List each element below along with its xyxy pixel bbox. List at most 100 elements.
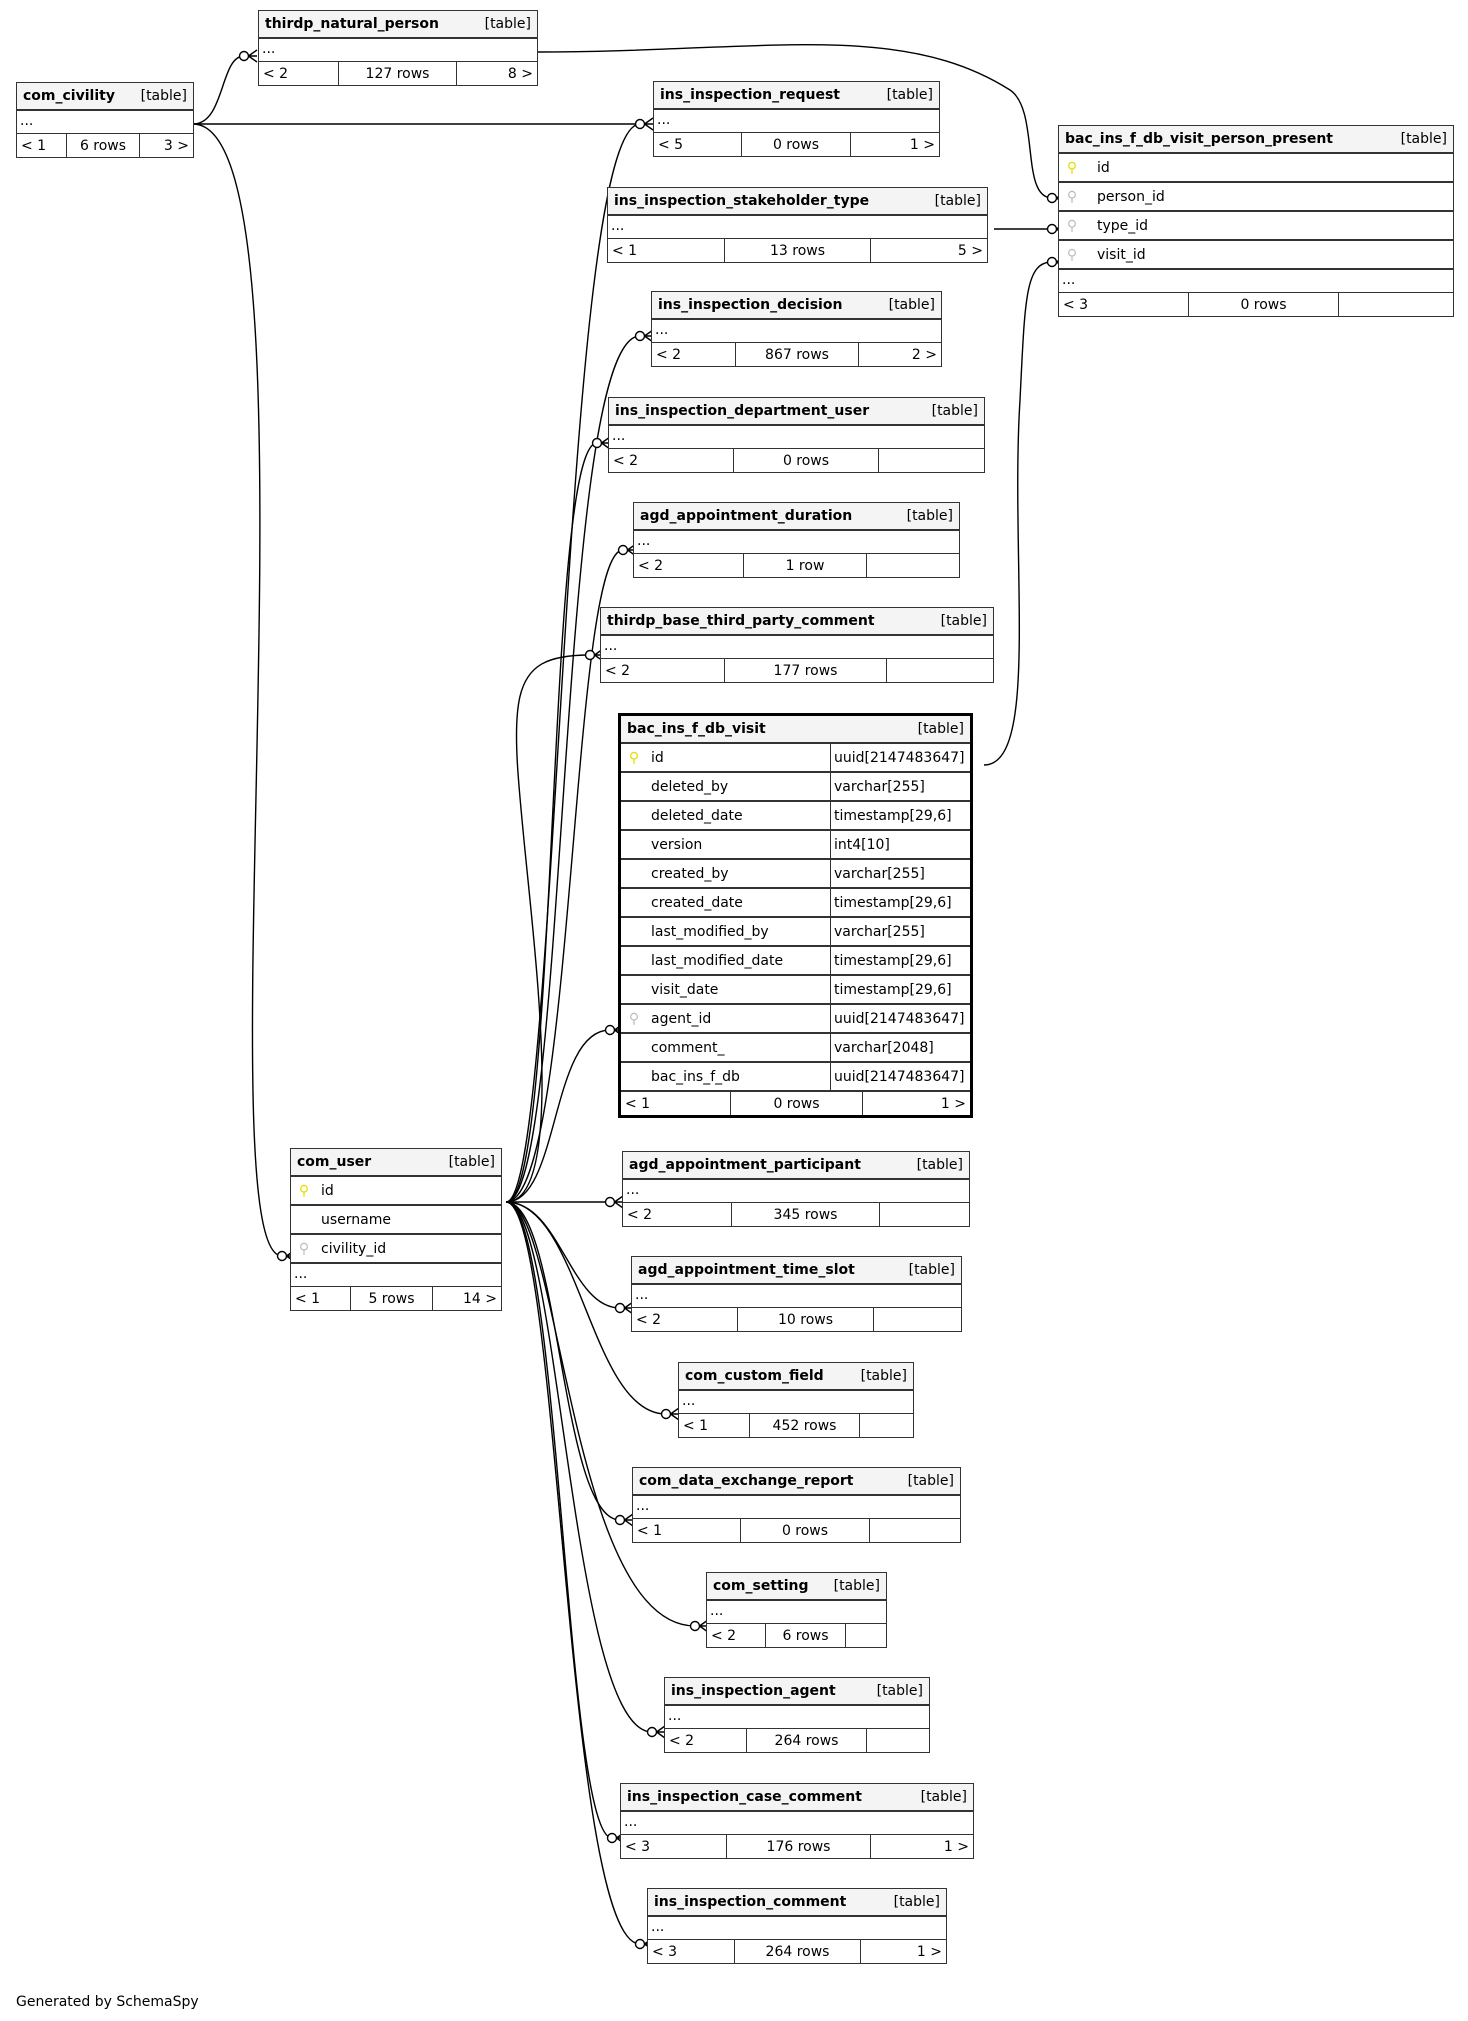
row-count: 0 rows [734,449,879,472]
parents-count[interactable]: < 2 [623,1203,732,1226]
column-name: bac_ins_f_db [651,1068,740,1085]
table-kind: [table] [916,1157,963,1173]
parents-count[interactable]: < 2 [601,659,725,682]
table-name[interactable]: com_civility [23,88,115,104]
parents-count[interactable]: < 1 [621,1092,731,1115]
edge-user-custom-field [505,1201,667,1415]
table-agd-appointment-time-slot[interactable]: agd_appointment_time_slot[table] ... < 2… [631,1256,962,1332]
table-ins-inspection-stakeholder-type[interactable]: ins_inspection_stakeholder_type[table] .… [607,187,988,263]
columns-ellipsis: ... [634,531,959,554]
children-count[interactable]: 14 > [463,1290,497,1307]
parents-count[interactable]: < 3 [621,1835,727,1858]
zero-marker-icon [614,1514,626,1526]
table-name[interactable]: ins_inspection_decision [658,297,843,313]
table-name[interactable]: bac_ins_f_db_visit_person_present [1065,131,1333,147]
edge-user-dept [505,442,598,1203]
table-name[interactable]: agd_appointment_participant [629,1157,861,1173]
primary-key-icon: ⚲ [1066,159,1078,176]
children-count [870,1519,960,1542]
edge-natural-person-present [536,44,1053,199]
parents-count[interactable]: < 2 [632,1308,738,1331]
foreign-key-icon: ⚲ [628,1010,640,1027]
parents-count[interactable]: < 1 [17,134,67,157]
children-count[interactable]: 3 > [163,137,189,154]
edge-user-decision [505,335,641,1203]
parents-count[interactable]: < 2 [259,62,339,85]
table-ins-inspection-department-user[interactable]: ins_inspection_department_user[table] ..… [608,397,985,473]
table-ins-inspection-case-comment[interactable]: ins_inspection_case_comment [table] ... <… [620,1783,974,1859]
zero-marker-icon [634,1938,646,1950]
column-name: civility_id [321,1240,387,1257]
table-kind: [table] [876,1683,923,1699]
children-count[interactable]: 5 > [957,242,983,259]
table-agd-appointment-participant[interactable]: agd_appointment_participant[table] ... <… [622,1151,970,1227]
table-name[interactable]: agd_appointment_time_slot [638,1262,855,1278]
row-count: 0 rows [1189,293,1339,316]
parents-count[interactable]: < 1 [291,1287,351,1310]
table-name[interactable]: bac_ins_f_db_visit [627,721,766,737]
table-thirdp-base-third-party-comment[interactable]: thirdp_base_third_party_comment[table] .… [600,607,994,683]
table-name[interactable]: thirdp_natural_person [265,16,439,32]
parents-count[interactable]: < 3 [648,1940,735,1963]
children-count[interactable]: 1 > [916,1943,942,1960]
parents-count[interactable]: < 2 [634,554,744,577]
row-count: 452 rows [750,1414,860,1437]
table-name[interactable]: ins_inspection_comment [654,1894,847,1910]
table-name[interactable]: ins_inspection_case_comment [627,1789,862,1805]
column-type: timestamp[29,6] [830,802,970,829]
children-count[interactable]: 1 > [943,1838,969,1855]
foreign-key-icon: ⚲ [1066,246,1078,263]
table-name[interactable]: com_custom_field [685,1368,824,1384]
parents-count[interactable]: < 2 [652,343,736,366]
zero-marker-icon [660,1408,672,1420]
table-name[interactable]: ins_inspection_department_user [615,403,870,419]
column-name: person_id [1097,188,1165,205]
children-count[interactable]: 2 > [911,346,937,363]
zero-marker-icon [614,1302,626,1314]
zero-marker-icon [1046,256,1058,268]
table-name[interactable]: com_user [297,1154,372,1170]
table-name[interactable]: thirdp_base_third_party_comment [607,613,875,629]
parents-count[interactable]: < 2 [609,449,734,472]
columns-ellipsis: ... [654,110,939,133]
table-name[interactable]: com_data_exchange_report [639,1473,854,1489]
column-type: timestamp[29,6] [830,976,970,1003]
zero-marker-icon [634,118,646,130]
table-kind: [table] [920,1789,967,1805]
column-type: uuid[2147483647] [830,1005,970,1032]
parents-count[interactable]: < 2 [707,1624,766,1647]
columns-ellipsis: ... [621,1812,973,1835]
parents-count[interactable]: < 3 [1059,293,1189,316]
table-name[interactable]: ins_inspection_stakeholder_type [614,193,870,209]
children-count[interactable]: 8 > [507,65,533,82]
table-name[interactable]: com_setting [713,1578,809,1594]
parents-count[interactable]: < 1 [679,1414,750,1437]
children-count[interactable]: 1 > [940,1095,966,1112]
table-name[interactable]: ins_inspection_request [660,87,840,103]
children-count[interactable]: 1 > [909,136,935,153]
table-name[interactable]: agd_appointment_duration [640,508,853,524]
table-kind: [table] [931,403,978,419]
table-bac-ins-f-db-visit-person-present[interactable]: bac_ins_f_db_visit_person_present[table]… [1058,125,1454,317]
parents-count[interactable]: < 5 [654,133,742,156]
parents-count[interactable]: < 1 [608,239,725,262]
parents-count[interactable]: < 2 [665,1729,747,1752]
table-kind: [table] [934,193,981,209]
parents-count[interactable]: < 1 [633,1519,741,1542]
table-com-user[interactable]: com_user[table] ⚲id username ⚲civility_i… [290,1148,502,1311]
table-name[interactable]: ins_inspection_agent [671,1683,836,1699]
